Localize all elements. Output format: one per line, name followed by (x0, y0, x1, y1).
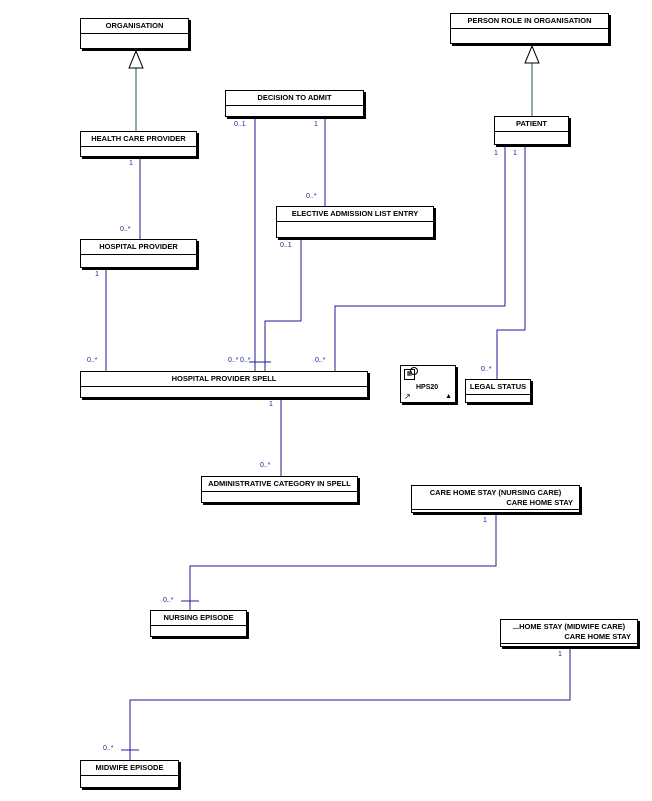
class-hospital-provider-name: HOSPITAL PROVIDER (81, 240, 196, 255)
class-patient-name: PATIENT (495, 117, 568, 132)
mult-dta-right: 1 (314, 121, 318, 128)
class-decision-to-admit[interactable]: DECISION TO ADMIT (225, 90, 364, 117)
class-hospital-provider-spell-name: HOSPITAL PROVIDER SPELL (81, 372, 367, 387)
class-decision-to-admit-name: DECISION TO ADMIT (226, 91, 363, 106)
generalization-arrow-person-role (524, 44, 540, 64)
class-hospital-provider-spell[interactable]: HOSPITAL PROVIDER SPELL (80, 371, 368, 398)
class-nursing-episode[interactable]: NURSING EPISODE (150, 610, 247, 637)
class-health-care-provider[interactable]: HEALTH CARE PROVIDER (80, 131, 197, 157)
assoc-patient-spell (334, 145, 506, 371)
mult-hp-one: 1 (95, 271, 99, 278)
class-administrative-category-in-spell[interactable]: ADMINISTRATIVE CATEGORY IN SPELL (201, 476, 358, 503)
link-arrow-icon: ↗ (404, 392, 411, 401)
assoc-patient-legal (496, 145, 526, 379)
mult-legal-many: 0..* (481, 366, 492, 373)
assoc-carehome-midwife (129, 647, 571, 760)
class-person-role-in-organisation[interactable]: PERSON ROLE IN ORGANISATION (450, 13, 609, 44)
lock-icon: ▲ (445, 393, 452, 400)
mult-admin-many: 0..* (260, 462, 271, 469)
mult-dta-left: 0..1 (234, 121, 246, 128)
generalization-arrow-organisation (128, 49, 144, 69)
mult-patient-right: 1 (513, 150, 517, 157)
mult-spell-mid: 0..* (228, 357, 239, 364)
class-hospital-provider[interactable]: HOSPITAL PROVIDER (80, 239, 197, 268)
class-organisation-name: ORGANISATION (81, 19, 188, 34)
class-care-home-midwife-header: ...HOME STAY (MIDWIFE CARE) CARE HOME ST… (501, 620, 637, 644)
mult-hcp-one: 1 (129, 160, 133, 167)
mult-spell-left: 0..* (87, 357, 98, 364)
package-hps20[interactable]: ▦ HPS20 ↗ ▲ (400, 365, 456, 403)
package-circle-icon (410, 367, 418, 375)
mult-spell-right: 0..* (315, 357, 326, 364)
mult-midwife-many: 0..* (103, 745, 114, 752)
package-label: HPS20 (416, 384, 439, 391)
mult-eal-many: 0..* (306, 193, 317, 200)
class-person-role-name: PERSON ROLE IN ORGANISATION (451, 14, 608, 29)
mult-spell-one: 1 (269, 401, 273, 408)
mult-eal-bottom: 0..1 (280, 242, 292, 249)
assoc-eal-spell (264, 238, 302, 371)
class-care-home-nursing-parent: CARE HOME STAY (506, 498, 573, 507)
class-care-home-nursing-header: CARE HOME STAY (NURSING CARE) CARE HOME … (412, 486, 579, 510)
mult-spell-mid2: 0..* (240, 357, 251, 364)
class-elective-admission-list-entry[interactable]: ELECTIVE ADMISSION LIST ENTRY (276, 206, 434, 238)
class-care-home-stay-midwife-care[interactable]: ...HOME STAY (MIDWIFE CARE) CARE HOME ST… (500, 619, 638, 647)
class-care-home-midwife-parent: CARE HOME STAY (564, 632, 631, 641)
mult-midwife-one: 1 (558, 651, 562, 658)
class-care-home-stay-nursing-care[interactable]: CARE HOME STAY (NURSING CARE) CARE HOME … (411, 485, 580, 513)
class-elective-admission-name: ELECTIVE ADMISSION LIST ENTRY (277, 207, 433, 222)
class-midwife-episode-name: MIDWIFE EPISODE (81, 761, 178, 776)
class-health-care-provider-name: HEALTH CARE PROVIDER (81, 132, 196, 147)
class-care-home-midwife-name: ...HOME STAY (MIDWIFE CARE) (512, 622, 626, 631)
mult-nursing-many: 0..* (163, 597, 174, 604)
class-legal-status-name: LEGAL STATUS (466, 380, 530, 395)
class-patient[interactable]: PATIENT (494, 116, 569, 145)
class-nursing-episode-name: NURSING EPISODE (151, 611, 246, 626)
class-organisation[interactable]: ORGANISATION (80, 18, 189, 49)
assoc-carehome-nursing (189, 513, 497, 610)
class-midwife-episode[interactable]: MIDWIFE EPISODE (80, 760, 179, 788)
class-admin-category-name: ADMINISTRATIVE CATEGORY IN SPELL (202, 477, 357, 492)
mult-hp-many: 0..* (120, 226, 131, 233)
class-legal-status[interactable]: LEGAL STATUS (465, 379, 531, 403)
mult-patient-left: 1 (494, 150, 498, 157)
class-care-home-nursing-name: CARE HOME STAY (NURSING CARE) (429, 488, 562, 497)
mult-nursing-one: 1 (483, 517, 487, 524)
